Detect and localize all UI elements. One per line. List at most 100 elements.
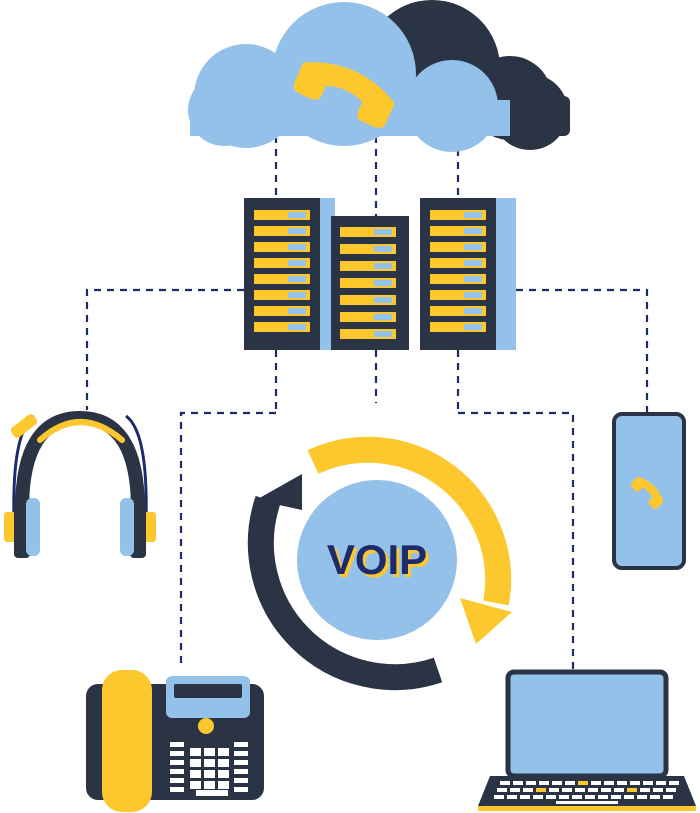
- server-unit: [254, 306, 310, 316]
- server-unit-port: [464, 228, 482, 234]
- deskphone-key: [170, 760, 184, 765]
- server-unit-port: [374, 246, 392, 252]
- link-server-headset: [85, 288, 244, 410]
- server-unit: [430, 258, 486, 268]
- laptop-key: [520, 795, 530, 799]
- deskphone-key: [234, 769, 248, 774]
- server-unit: [254, 258, 310, 268]
- deskphone-key: [170, 751, 184, 756]
- laptop-key: [598, 795, 608, 799]
- server-unit-port: [374, 297, 392, 303]
- cloud-phone-handset-icon: [293, 62, 395, 128]
- laptop-key: [559, 795, 569, 799]
- deskphone-key: [204, 770, 215, 778]
- server-rack-middle: [331, 216, 409, 350]
- deskphone-key: [234, 787, 248, 792]
- deskphone-key: [190, 770, 201, 778]
- laptop-key: [650, 795, 660, 799]
- deskphone-key: [190, 748, 201, 756]
- server-unit: [340, 312, 396, 322]
- cloud-icon: [188, 0, 570, 152]
- laptop-key: [666, 788, 676, 792]
- server-rack-left: [244, 198, 335, 350]
- laptop-key: [578, 781, 588, 785]
- deskphone-key: [170, 778, 184, 783]
- server-rack-right: [420, 198, 516, 350]
- deskphone-key: [170, 787, 184, 792]
- laptop-key: [611, 795, 621, 799]
- server-unit-port: [464, 308, 482, 314]
- deskphone-key: [170, 742, 184, 747]
- laptop-key: [526, 781, 536, 785]
- deskphone-key: [218, 781, 229, 789]
- server-unit-port: [288, 260, 306, 266]
- server-unit-port: [288, 276, 306, 282]
- deskphone-key: [196, 790, 228, 796]
- server-unit-port: [288, 244, 306, 250]
- laptop-key: [604, 781, 614, 785]
- laptop-key: [500, 781, 510, 785]
- server-unit-port: [374, 280, 392, 286]
- laptop-key: [546, 795, 556, 799]
- server-unit: [340, 278, 396, 288]
- laptop-key: [536, 788, 546, 792]
- laptop-key: [497, 788, 507, 792]
- deskphone-key: [190, 781, 201, 789]
- server-unit: [430, 274, 486, 284]
- deskphone-key: [204, 781, 215, 789]
- server-unit-port: [288, 292, 306, 298]
- link-server-smartphone: [516, 288, 649, 414]
- desk-phone-icon: [86, 670, 264, 812]
- laptop-key: [562, 788, 572, 792]
- laptop-key: [601, 788, 611, 792]
- laptop-key: [549, 788, 559, 792]
- server-unit: [430, 242, 486, 252]
- laptop-key: [513, 781, 523, 785]
- laptop-key: [533, 795, 543, 799]
- voip-label-shadow: VOIP: [330, 539, 430, 586]
- server-unit-port: [464, 244, 482, 250]
- laptop-key: [656, 781, 666, 785]
- laptop-key: [637, 795, 647, 799]
- laptop-key: [556, 801, 618, 804]
- server-unit-port: [464, 260, 482, 266]
- sync-arrow-navy: [256, 474, 302, 510]
- server-unit-port: [374, 229, 392, 235]
- server-unit: [254, 226, 310, 236]
- deskphone-key: [218, 770, 229, 778]
- link-bus-laptop: [458, 411, 575, 672]
- smartphone-handset-icon: [630, 476, 664, 510]
- laptop-key: [591, 781, 601, 785]
- laptop-key: [663, 795, 673, 799]
- connection-lines: [85, 136, 649, 672]
- server-unit-port: [374, 314, 392, 320]
- laptop-key: [552, 781, 562, 785]
- deskphone-key: [234, 778, 248, 783]
- sync-arrow-yellow: [460, 598, 512, 644]
- laptop-key: [653, 788, 663, 792]
- deskphone-key: [204, 748, 215, 756]
- laptop-key: [617, 781, 627, 785]
- laptop-key: [588, 788, 598, 792]
- headset-icon: [4, 410, 156, 558]
- laptop-key: [575, 788, 585, 792]
- laptop-key: [640, 788, 650, 792]
- laptop-key: [539, 781, 549, 785]
- laptop-key: [572, 795, 582, 799]
- sync-cycle-icon: VOIP VOIP: [247, 436, 512, 691]
- server-unit-port: [374, 263, 392, 269]
- laptop-key: [585, 795, 595, 799]
- laptop-key: [494, 795, 504, 799]
- deskphone-key: [170, 769, 184, 774]
- laptop-key: [627, 788, 637, 792]
- server-unit: [254, 290, 310, 300]
- server-unit: [340, 329, 396, 339]
- server-unit-port: [288, 212, 306, 218]
- laptop-key: [624, 795, 634, 799]
- server-unit: [254, 242, 310, 252]
- server-unit-port: [464, 276, 482, 282]
- server-unit-port: [464, 212, 482, 218]
- server-unit: [340, 227, 396, 237]
- laptop-key: [614, 788, 624, 792]
- server-unit-port: [374, 331, 392, 337]
